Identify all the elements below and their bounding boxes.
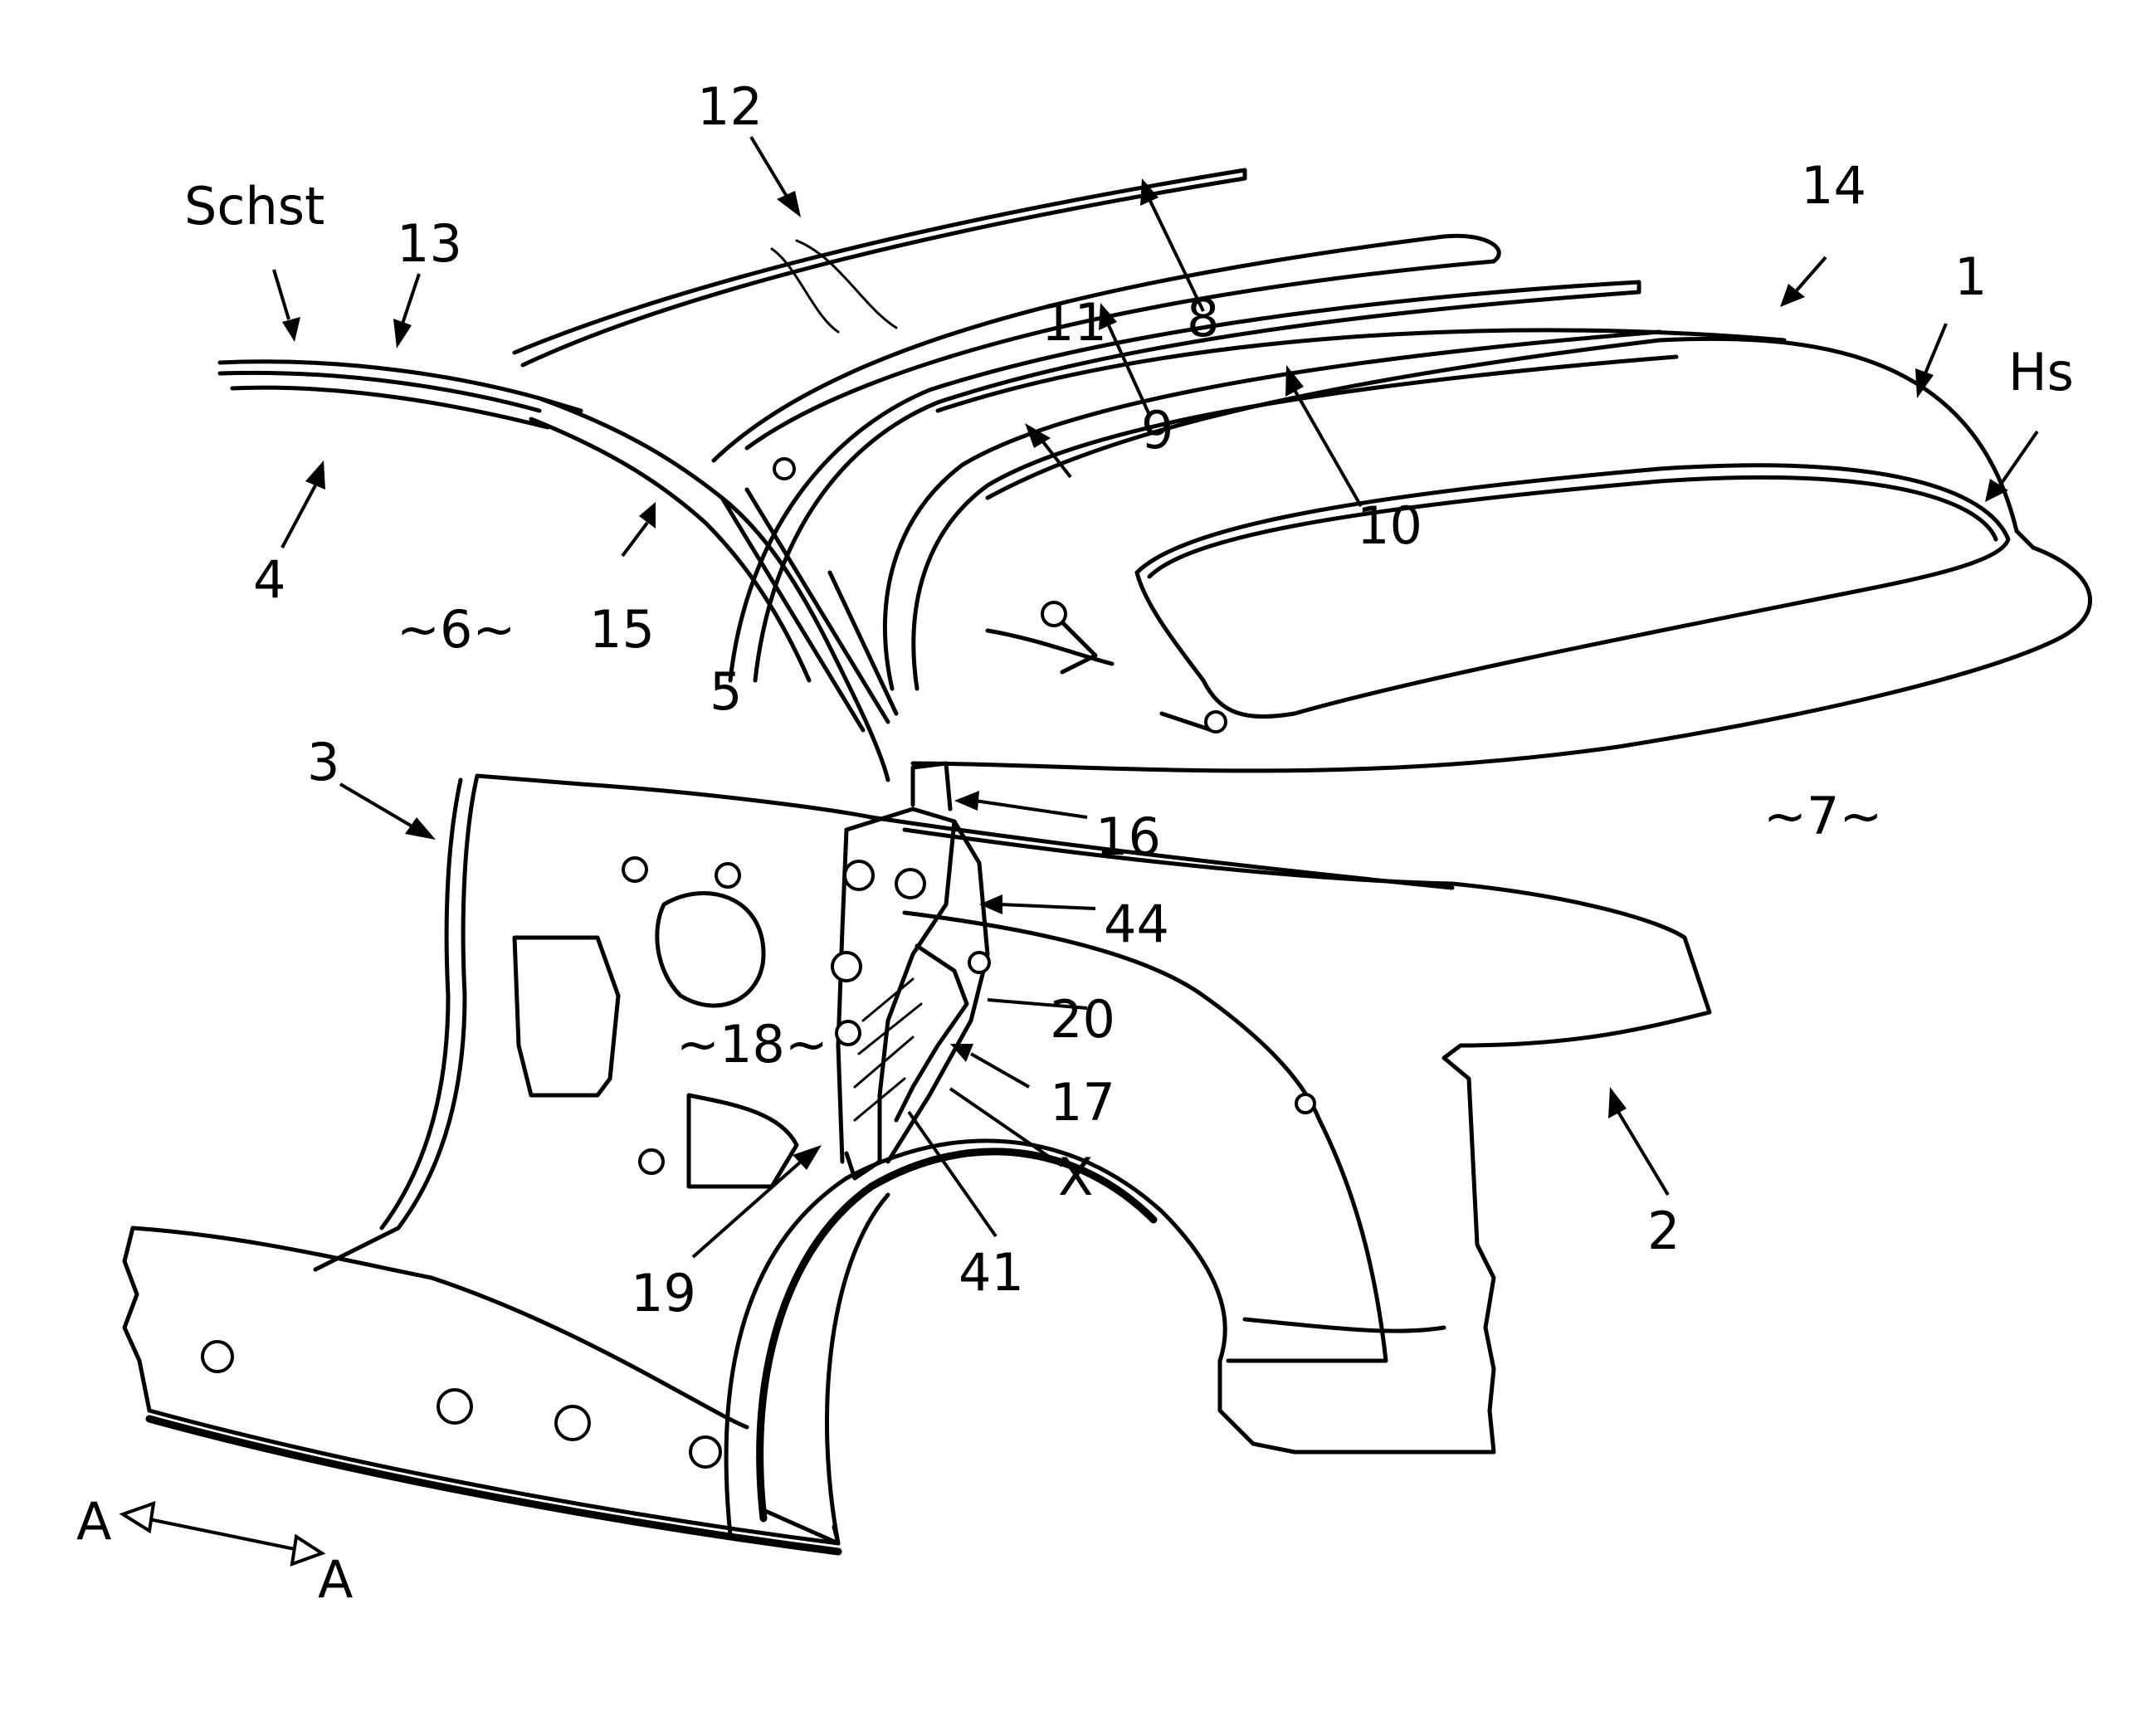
label-1: 1 bbox=[1954, 246, 1987, 307]
label-18: ~18~ bbox=[676, 1014, 828, 1075]
label-12: 12 bbox=[697, 76, 763, 137]
label-x: X bbox=[1058, 1147, 1093, 1207]
label-44: 44 bbox=[1104, 894, 1169, 954]
label-hs: Hs bbox=[2008, 342, 2074, 402]
label-5: 5 bbox=[710, 661, 742, 722]
label-a-right: A bbox=[318, 1549, 353, 1610]
label-17: 17 bbox=[1050, 1072, 1115, 1133]
label-11: 11 bbox=[1041, 292, 1107, 353]
label-7: ~7~ bbox=[1763, 786, 1882, 846]
label-schst: Schst bbox=[184, 176, 324, 236]
label-14: 14 bbox=[1801, 155, 1866, 216]
section-indicator bbox=[123, 1503, 322, 1564]
label-10: 10 bbox=[1357, 495, 1422, 556]
convertible-top-frame bbox=[220, 170, 2090, 780]
label-9: 9 bbox=[1141, 400, 1173, 461]
label-20: 20 bbox=[1050, 989, 1115, 1050]
label-13: 13 bbox=[397, 213, 462, 274]
label-3: 3 bbox=[307, 732, 339, 792]
label-41: 41 bbox=[958, 1242, 1024, 1303]
label-8: 8 bbox=[1187, 288, 1219, 348]
label-2: 2 bbox=[1647, 1201, 1680, 1261]
label-16: 16 bbox=[1095, 807, 1161, 867]
label-4: 4 bbox=[253, 549, 285, 610]
label-6: ~6~ bbox=[397, 599, 515, 660]
label-15: 15 bbox=[589, 599, 655, 660]
label-a-left: A bbox=[76, 1491, 111, 1552]
reference-labels: Schst 13 12 8 9 11 10 14 1 Hs 4 15 ~6~ 5… bbox=[76, 76, 2074, 1610]
label-19: 19 bbox=[631, 1263, 696, 1323]
